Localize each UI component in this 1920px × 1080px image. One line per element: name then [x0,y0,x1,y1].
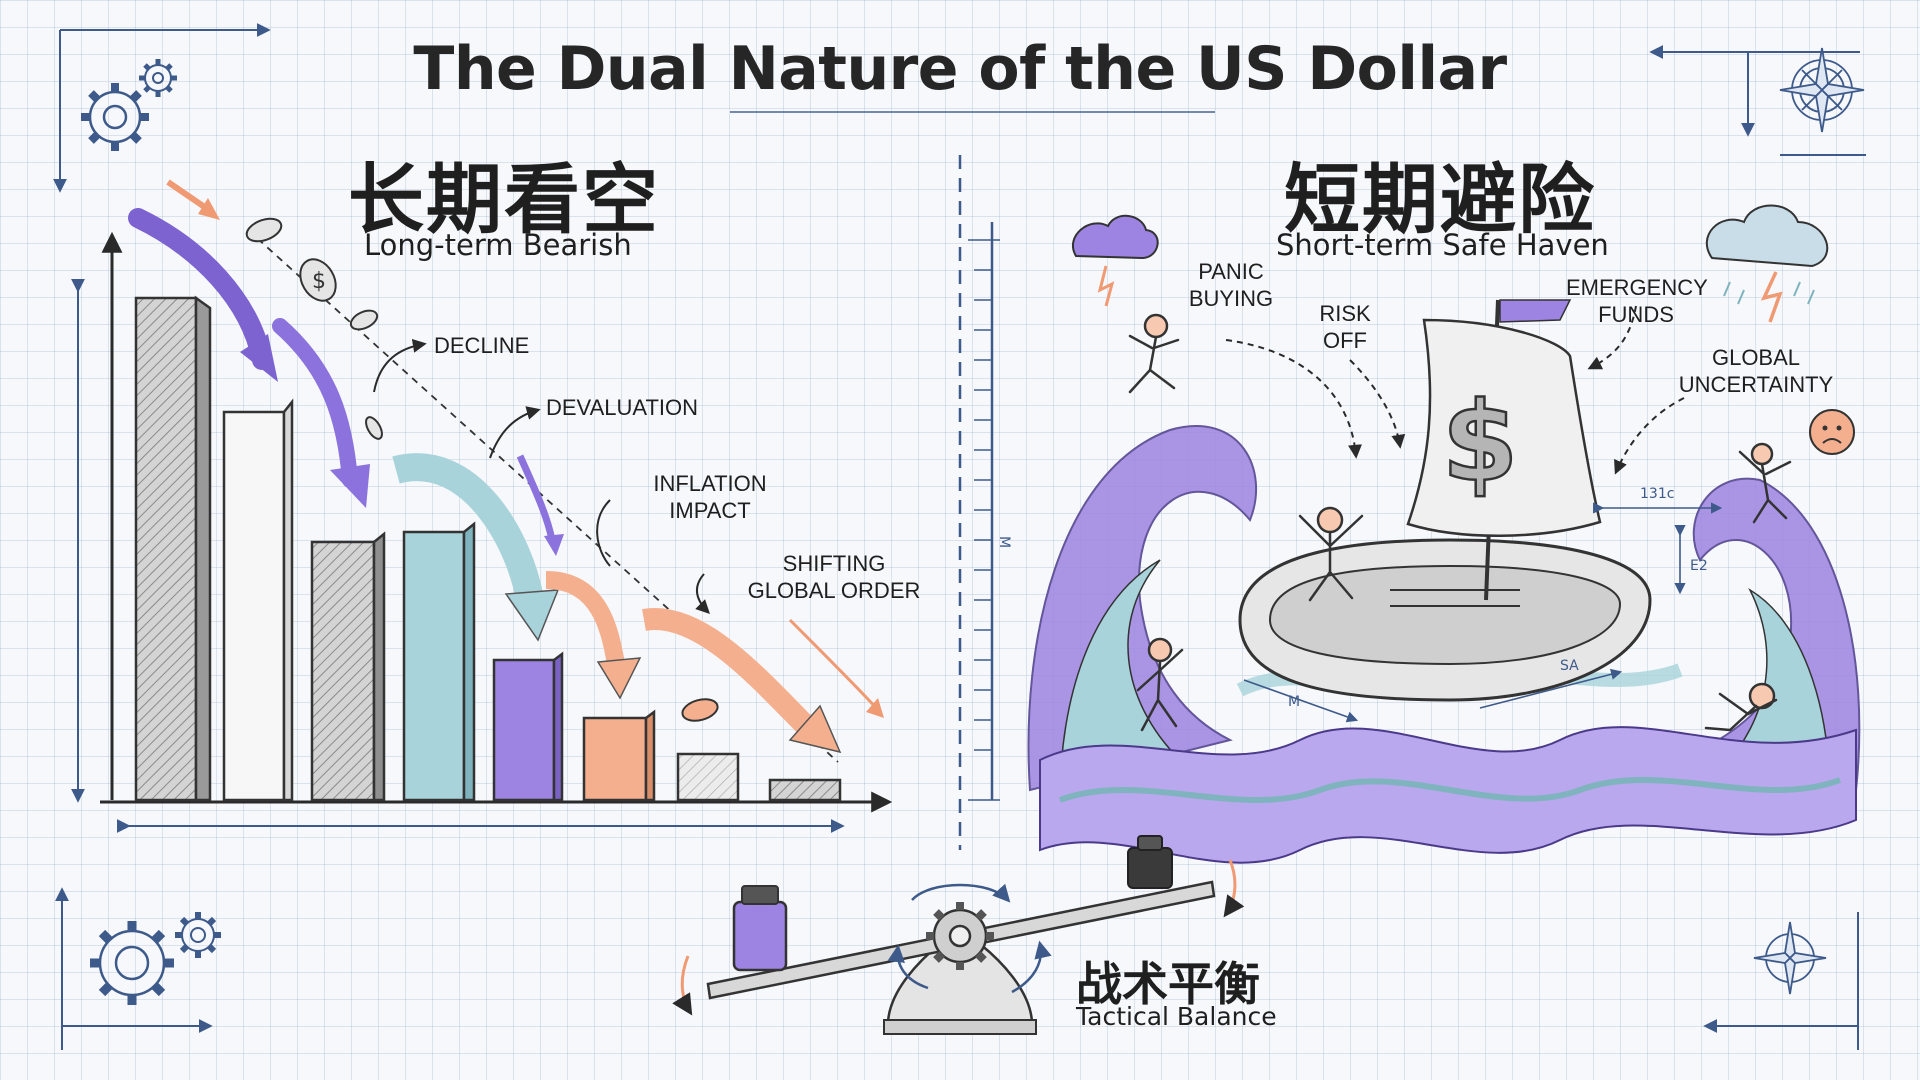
dim-mark-1: 131c [1640,486,1674,502]
gear-icon [139,59,177,97]
dim-mark-2: E2 [1690,558,1708,574]
gear-icon [90,921,174,1005]
annotation-risk-off-text: RISK OFF [1319,301,1371,353]
stick-figures [1128,313,1792,732]
bar-5 [492,658,556,802]
right-illustration: $ 131c E2 [968,204,1861,864]
weight-icon [1127,835,1173,889]
center-heading-en: Tactical Balance [1076,1002,1277,1031]
dim-mark-4: M [1288,694,1300,710]
corner-marks [53,23,1866,1050]
left-heading-en: Long-term Bearish [364,228,632,262]
annotation-panic-buying: PANIC BUYING [1186,258,1276,312]
balance-scale-icon [672,835,1245,1035]
annotation-emergency-funds: EMERGENCY FUNDS [1566,274,1708,328]
bar-7 [676,752,740,802]
bar-4 [402,530,466,802]
svg-text:$: $ [312,269,326,294]
compass-rose-icon [1779,47,1865,133]
annotation-panic-buying-text: PANIC BUYING [1188,259,1274,311]
right-heading-zh: 短期避险 [1284,155,1596,244]
annotation-inflation: INFLATION IMPACT [650,470,770,524]
compass-rose-icon [1753,921,1827,995]
weight-icon [732,885,788,972]
dim-mark-3: SA [1560,658,1579,674]
main-title: The Dual Nature of the US Dollar [413,34,1507,104]
dim-mark-5: M [996,536,1012,548]
annotation-inflation-text: INFLATION IMPACT [653,471,767,523]
lifeboat: $ [1238,299,1652,702]
annotation-decline: DECLINE [434,333,530,358]
bar-1 [134,296,198,802]
bar-3 [310,540,376,802]
annotation-risk-off: RISK OFF [1312,300,1378,354]
bar-6 [582,716,648,802]
annotation-shifting-order-text: SHIFTING GLOBAL ORDER [747,551,921,603]
gear-icon [175,912,221,958]
left-chart: $ [71,179,893,833]
annotation-global-uncertainty: GLOBAL UNCERTAINTY [1676,344,1836,398]
coin-icon: $ [245,217,719,722]
sail-dollar-symbol: $ [1442,378,1519,506]
bar-8 [768,778,842,802]
right-heading-en: Short-term Safe Haven [1276,228,1609,262]
left-heading-zh: 长期看空 [348,155,660,244]
center-heading-zh: 战术平衡 [1076,957,1260,1011]
sad-face-icon [1809,409,1855,455]
annotation-shifting-order: SHIFTING GLOBAL ORDER [744,550,924,604]
annotation-global-uncertainty-text: GLOBAL UNCERTAINTY [1678,345,1834,397]
annotation-emergency-funds-text: EMERGENCY FUNDS [1566,275,1708,327]
bar-2 [222,410,286,802]
storm-cloud-icon [1072,204,1829,323]
annotation-devaluation: DEVALUATION [546,395,698,420]
gear-icon [81,83,149,151]
